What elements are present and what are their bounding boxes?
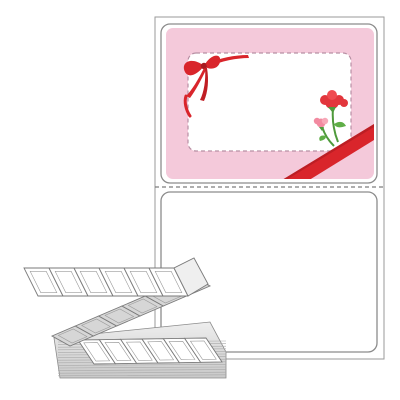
fold-top-label-inner-6 bbox=[154, 271, 183, 293]
stack-edge-line bbox=[57, 374, 227, 377]
ribbon-sash-icon bbox=[282, 124, 374, 179]
fold-middle-label-inner-4 bbox=[127, 298, 158, 314]
stack-top-label-inner-3 bbox=[125, 341, 153, 361]
stack-edge-line bbox=[57, 364, 227, 366]
stack-top-label-6 bbox=[183, 337, 223, 363]
bow-icon bbox=[183, 55, 249, 118]
fold-top-label-inner-4 bbox=[104, 271, 133, 293]
label-sheet bbox=[154, 16, 385, 360]
fold-top-label-inner-5 bbox=[129, 271, 158, 293]
stack-top-label-inner-4 bbox=[147, 341, 175, 361]
fold-top-label-inner-2 bbox=[54, 271, 83, 293]
stack-edge-line bbox=[57, 366, 227, 369]
stack-edge-line bbox=[57, 371, 227, 374]
stack-top-label-inner-6 bbox=[189, 340, 217, 360]
stack-top-label-inner-5 bbox=[168, 340, 196, 361]
message-frame bbox=[187, 52, 352, 152]
stack-top-label-inner-2 bbox=[104, 341, 132, 362]
fold-middle-label-inner-1 bbox=[57, 328, 88, 344]
fold-top-label-inner-1 bbox=[29, 271, 58, 293]
fold-crease bbox=[173, 257, 209, 297]
fold-middle-label-inner-2 bbox=[81, 318, 111, 334]
stack-edge-line bbox=[57, 369, 227, 371]
top-label bbox=[160, 23, 378, 184]
fold-top-label-inner-3 bbox=[79, 271, 108, 293]
carnation-icon bbox=[313, 90, 348, 147]
stack-top-label-inner-1 bbox=[83, 342, 111, 362]
fold-middle-label-inner-3 bbox=[104, 308, 135, 324]
fanfold-stack bbox=[23, 257, 227, 379]
